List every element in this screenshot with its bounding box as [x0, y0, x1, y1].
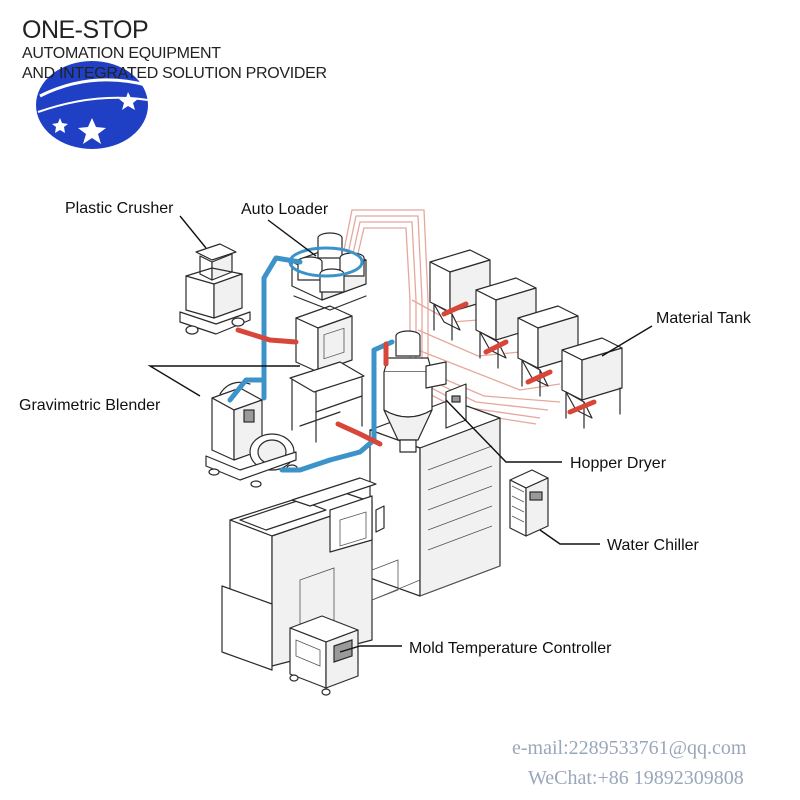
plastic-crusher [179, 243, 251, 335]
red-pipes [235, 327, 389, 447]
mold-temperature-controller [289, 615, 359, 696]
label-auto-loader: Auto Loader [241, 201, 329, 218]
label-mold-temperature-controller: Mold Temperature Controller [409, 640, 612, 657]
label-gravimetric-blender: Gravimetric Blender [19, 397, 161, 414]
vacuum-pump-unit [205, 381, 298, 488]
label-water-chiller: Water Chiller [607, 537, 700, 554]
label-plastic-crusher: Plastic Crusher [65, 200, 174, 217]
leader-lines [147, 215, 653, 653]
header-line-2: AND INTEGRATED SOLUTION PROVIDER [22, 65, 327, 82]
company-logo [36, 61, 151, 149]
material-tank-1 [429, 249, 491, 341]
label-hopper-dryer: Hopper Dryer [570, 455, 667, 472]
gravimetric-blender [289, 305, 365, 443]
material-tank-4 [561, 337, 623, 429]
hopper-dryer [383, 330, 467, 453]
contact-wechat: WeChat:+86 19892309808 [528, 767, 744, 789]
water-chiller [509, 469, 549, 537]
label-material-tank: Material Tank [656, 310, 752, 327]
header-line-1: AUTOMATION EQUIPMENT [22, 45, 221, 62]
auto-loader [288, 232, 367, 311]
header-title: ONE-STOP [22, 16, 148, 44]
contact-email: e-mail:2289533761@qq.com [512, 737, 747, 759]
